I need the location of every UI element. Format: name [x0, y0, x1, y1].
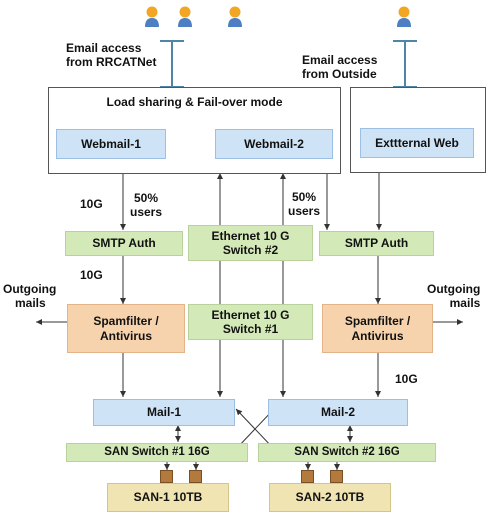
bandwidth-label-10g: 10G — [80, 197, 103, 211]
user-icon — [397, 6, 411, 27]
user-icon — [145, 6, 159, 27]
cross-link-2 — [235, 408, 275, 450]
storage-port-icon — [160, 470, 173, 483]
user-icon — [178, 6, 192, 27]
storage-port-icon — [301, 470, 314, 483]
bandwidth-label-10g: 10G — [395, 372, 418, 386]
user-icon — [228, 6, 242, 27]
mail-2-node: Mail-2 — [268, 399, 408, 426]
san-switch-1-node: SAN Switch #1 16G — [66, 443, 248, 462]
load-sharing-title: Load sharing & Fail-over mode — [106, 95, 283, 109]
users-share-left-label: 50%users — [130, 191, 163, 219]
users-share-right-label: 50%users — [288, 190, 321, 218]
external-web-node: Exttternal Web — [360, 128, 474, 158]
external-access-link — [393, 40, 417, 88]
san-2-storage-node: SAN-2 10TB — [269, 483, 391, 512]
internal-access-link — [160, 40, 184, 88]
storage-port-icon — [330, 470, 343, 483]
bandwidth-label-10g: 10G — [80, 268, 103, 282]
san-switch-2-node: SAN Switch #2 16G — [258, 443, 436, 462]
spamfilter-antivirus-right-node: Spamfilter /Antivirus — [322, 304, 433, 353]
smtp-auth-right-node: SMTP Auth — [319, 231, 434, 256]
mail-1-node: Mail-1 — [93, 399, 235, 426]
webmail-2-node: Webmail-2 — [215, 129, 333, 159]
spamfilter-antivirus-left-node: Spamfilter /Antivirus — [67, 304, 185, 353]
san-1-storage-node: SAN-1 10TB — [107, 483, 229, 512]
webmail-1-node: Webmail-1 — [56, 129, 166, 159]
storage-port-icon — [189, 470, 202, 483]
smtp-auth-left-node: SMTP Auth — [65, 231, 183, 256]
